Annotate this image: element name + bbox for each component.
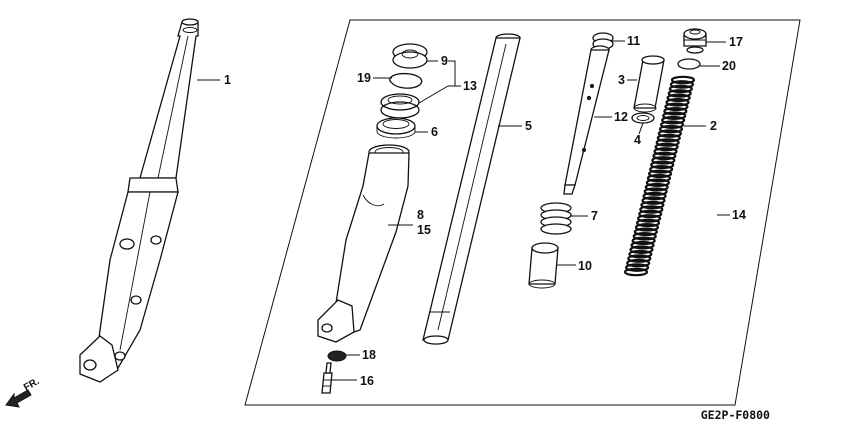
spring-coil (630, 240, 655, 250)
spring-coil (667, 89, 692, 98)
callout-17: 17 (729, 35, 743, 49)
part-19-illustration (389, 72, 423, 89)
callout-4: 4 (634, 133, 641, 147)
spring-coil (665, 98, 690, 107)
diagram-code: GE2P-F0800 (701, 408, 770, 422)
spring-coil (624, 263, 650, 272)
spring-coil (642, 191, 667, 201)
part-2-main-spring-illustration (623, 75, 696, 277)
part-9-illustration (392, 43, 428, 69)
callout-7: 7 (591, 209, 598, 223)
spring-coil (628, 249, 653, 259)
spring-coil (646, 173, 672, 183)
spring-coil (659, 120, 685, 129)
spring-coil (626, 258, 651, 268)
spring-coil (668, 84, 693, 94)
part-13-illustration (380, 93, 420, 119)
spring-coil (670, 75, 696, 85)
part-6-illustration (376, 117, 416, 139)
spring-coil (632, 231, 657, 241)
callout-13: 13 (463, 79, 477, 93)
spring-coil (633, 227, 658, 237)
part-7-spring-illustration (540, 202, 572, 235)
callout-2: 2 (710, 119, 717, 133)
callout-3: 3 (618, 73, 625, 87)
direction-label: FR. (22, 376, 42, 394)
part-3-collar-illustration (633, 55, 665, 113)
callout-10: 10 (578, 259, 592, 273)
callout-11: 11 (627, 34, 640, 48)
spring-coil (647, 169, 673, 179)
callout-1: 1 (224, 73, 231, 87)
spring-coil (654, 142, 679, 152)
spring-coil (655, 138, 680, 147)
fork-assembly-illustration (79, 18, 199, 383)
part-20-oring-illustration (677, 58, 701, 70)
leader-lines (197, 40, 730, 381)
spring-coil (623, 267, 649, 277)
callout-labels: 1 2 3 4 5 6 7 8 9 10 11 12 13 14 15 16 1… (224, 34, 746, 388)
spring-coil (663, 106, 688, 116)
callout-16: 16 (360, 374, 374, 388)
spring-coil (627, 254, 652, 263)
part-18-illustration (327, 350, 347, 362)
spring-coil (657, 129, 682, 138)
exploded-view-frame (244, 19, 801, 406)
spring-coil (638, 209, 663, 219)
spring-coil (639, 205, 664, 214)
part-8-slider-illustration (317, 144, 410, 343)
spring-coil (650, 160, 675, 170)
spring-coil (662, 111, 687, 121)
callout-12: 12 (614, 110, 628, 124)
spring-coil (635, 218, 661, 228)
spring-coil (666, 93, 691, 103)
spring-coil (644, 182, 669, 192)
spring-coil (669, 80, 695, 89)
spring-coil (634, 223, 660, 232)
spring-coil (629, 245, 654, 254)
callout-6: 6 (431, 125, 438, 139)
spring-coil (664, 102, 689, 112)
part-17-bolt-cap-illustration (683, 28, 707, 54)
spring-coil (651, 156, 676, 165)
spring-coil (661, 115, 686, 125)
part-16-illustration (321, 362, 333, 394)
spring-coil (637, 214, 662, 223)
callout-18: 18 (362, 348, 376, 362)
part-11-illustration (592, 32, 614, 50)
spring-coil (656, 133, 681, 143)
part-12-rod-illustration (563, 45, 610, 195)
callout-9: 9 (441, 54, 448, 68)
callout-8: 8 (417, 208, 424, 222)
callout-14: 14 (732, 208, 746, 222)
callout-5: 5 (525, 119, 532, 133)
spring-coil (631, 236, 656, 246)
spring-coil (645, 178, 670, 187)
callout-15: 15 (417, 223, 431, 237)
spring-coil (652, 151, 677, 161)
spring-coil (641, 196, 666, 205)
spring-coil (658, 124, 684, 134)
callout-20: 20 (722, 59, 736, 73)
callout-19: 19 (357, 71, 371, 85)
spring-coil (640, 200, 665, 210)
spring-coil (643, 187, 668, 196)
part-5-tube-illustration (422, 33, 521, 345)
front-direction-arrow: FR. (5, 376, 42, 408)
part-10-illustration (528, 242, 559, 289)
spring-coil (649, 165, 674, 174)
spring-coil (653, 147, 678, 156)
part-4-washer-illustration (631, 112, 655, 124)
